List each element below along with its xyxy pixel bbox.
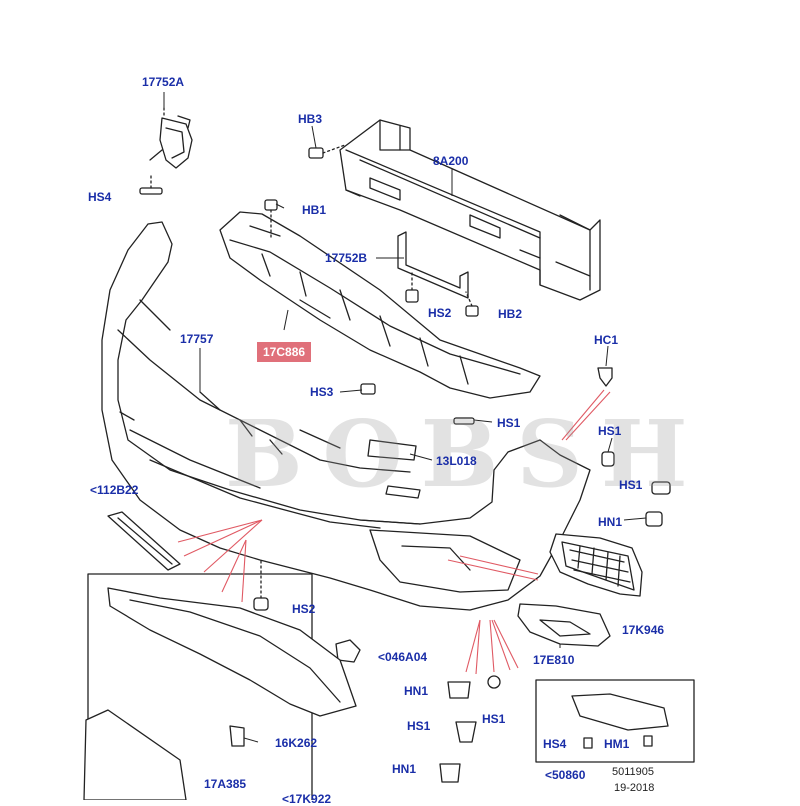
label-hs1-right2: HS1: [619, 478, 643, 492]
bracket-17752B: [397, 231, 479, 317]
label-hs2-low: HS2: [292, 602, 316, 616]
bracket-17752A: [149, 107, 193, 169]
reference-code: 5011905: [612, 766, 655, 778]
screw-hs3: [360, 383, 376, 395]
label-hs1-low2: HS1: [482, 712, 506, 726]
bracket-box-50860: [535, 679, 695, 763]
label-17K922-partial: <17K922: [282, 792, 332, 806]
label-112B22: <112B22: [90, 483, 139, 497]
label-8A200: 8A200: [433, 154, 469, 168]
reference-date: 19-2018: [614, 782, 655, 794]
bumper-reinforcement-beam: [339, 119, 601, 301]
label-17752B: 17752B: [325, 251, 368, 265]
label-50860: <50860: [545, 768, 586, 782]
label-17E810: 17E810: [533, 653, 575, 667]
label-hm1: HM1: [604, 737, 630, 751]
label-hs1-right: HS1: [598, 424, 622, 438]
label-hb1: HB1: [302, 203, 327, 217]
label-17K946: 17K946: [622, 623, 665, 637]
screw-hs1-mid: [453, 417, 475, 425]
label-17C886: 17C886: [257, 342, 312, 362]
clip-hc1: [597, 367, 613, 387]
watermark: BOBSH: [225, 400, 706, 508]
grille-17K946: [549, 533, 643, 597]
label-046A04: <046A04: [378, 650, 428, 664]
label-17A385: 17A385: [204, 777, 247, 791]
label-hn1-bottom: HN1: [392, 762, 417, 776]
screw-hs2-low: [253, 559, 269, 611]
label-hs2-top: HS2: [428, 306, 452, 320]
lower-panel-box: [83, 573, 357, 800]
label-hn1-right: HN1: [598, 515, 623, 529]
fasteners-bottom: [439, 675, 501, 783]
label-hs3: HS3: [310, 385, 334, 399]
label-hs4-box: HS4: [543, 737, 567, 751]
label-13L018: 13L018: [436, 454, 477, 468]
label-hs4-top: HS4: [88, 190, 112, 204]
energy-absorber-17C886: [219, 199, 541, 399]
label-hs1-low: HS1: [407, 719, 431, 733]
trim-112B22: [107, 511, 181, 571]
label-hn1-low: HN1: [404, 684, 429, 698]
bumper-cover-17757: [101, 221, 591, 611]
fastener-hs1-hn1: [645, 481, 671, 527]
label-hb2: HB2: [498, 307, 523, 321]
label-17757: 17757: [180, 332, 214, 346]
label-16K262: 16K262: [275, 736, 318, 750]
label-hc1: HC1: [594, 333, 619, 347]
label-hb3: HB3: [298, 112, 323, 126]
label-hs1-mid: HS1: [497, 416, 521, 430]
screw-hs4: [139, 175, 163, 195]
label-17752A: 17752A: [142, 75, 185, 89]
trim-17E810: [517, 603, 611, 647]
sensor-046A04: [335, 639, 361, 663]
